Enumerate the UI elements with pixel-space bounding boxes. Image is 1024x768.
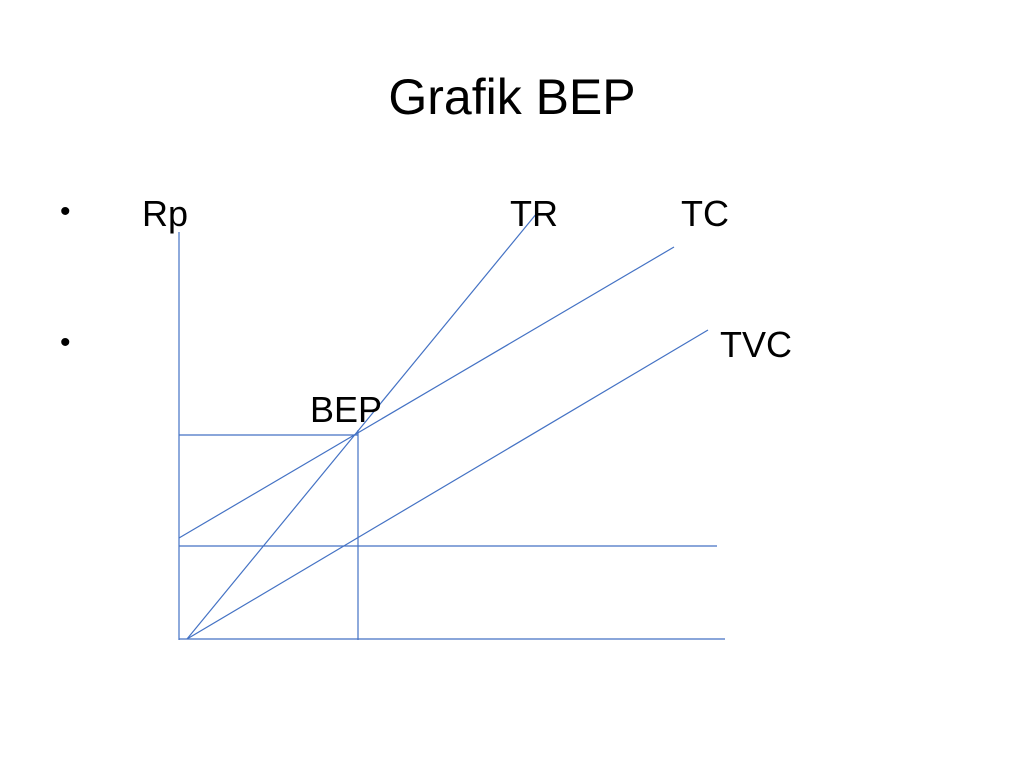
tc-line bbox=[178, 246, 675, 539]
label-tr: TR bbox=[510, 193, 558, 234]
tr-line bbox=[186, 212, 538, 640]
bullet-2: • bbox=[60, 326, 71, 359]
bullet-1: • bbox=[60, 195, 71, 228]
tvc-line bbox=[186, 329, 709, 640]
label-tc: TC bbox=[681, 193, 729, 234]
label-tvc: TVC bbox=[720, 324, 792, 365]
slide-title: Grafik BEP bbox=[388, 69, 636, 125]
label-rp: Rp bbox=[142, 193, 189, 234]
label-bep: BEP bbox=[310, 389, 383, 430]
